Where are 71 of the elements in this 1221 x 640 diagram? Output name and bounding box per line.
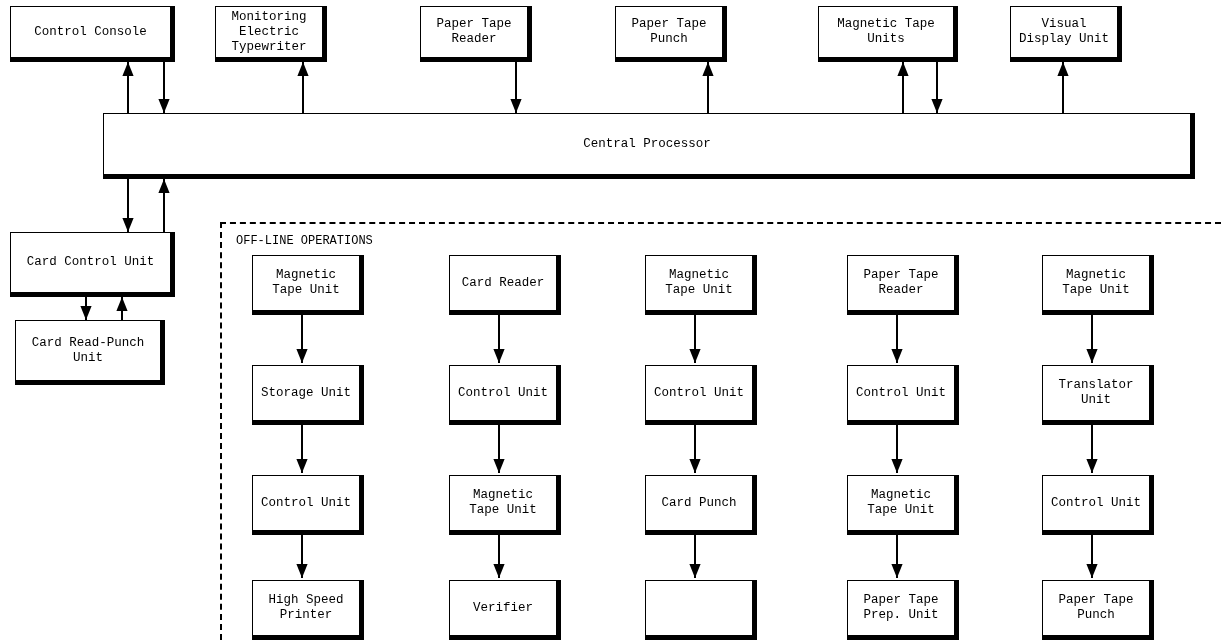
unit-box	[449, 365, 561, 425]
box-label: Verifier	[473, 600, 533, 616]
unit-box	[645, 255, 757, 315]
box-label: Central Processor	[583, 136, 711, 152]
box-label: Magnetic Tape Unit	[866, 488, 936, 518]
unit-box	[1042, 255, 1154, 315]
unit-box	[1042, 475, 1154, 535]
unit-box	[420, 6, 532, 62]
unit-box	[252, 475, 364, 535]
box-label: Paper Tape Prep. Unit	[862, 593, 940, 623]
arrow	[122, 178, 134, 233]
unit-box	[10, 6, 175, 62]
unit-box	[449, 475, 561, 535]
unit-box	[10, 232, 175, 297]
box-label: Magnetic Tape Unit	[271, 268, 341, 298]
box-label: Card Reader	[461, 275, 545, 291]
arrow	[297, 61, 309, 114]
unit-box	[847, 580, 959, 640]
unit-box	[847, 255, 959, 315]
box-label: Magnetic Tape Unit	[468, 488, 538, 518]
arrow	[80, 296, 92, 321]
box-label: Control Console	[34, 24, 147, 40]
unit-box	[1042, 365, 1154, 425]
unit-box	[847, 475, 959, 535]
unit-box	[847, 365, 959, 425]
arrow	[1057, 61, 1069, 114]
unit-box	[645, 365, 757, 425]
box-label: Card Control Unit	[26, 255, 155, 270]
box-label: Paper Tape Reader	[435, 17, 513, 47]
box-label: Control Unit	[1051, 495, 1141, 511]
unit-box	[1010, 6, 1122, 62]
box-label: Control Unit	[856, 385, 946, 401]
box-label: Card Punch	[661, 495, 737, 511]
box-label: Paper Tape Punch	[630, 17, 708, 47]
box-label: Control Unit	[654, 385, 744, 401]
unit-box	[449, 255, 561, 315]
empty-box	[645, 580, 757, 640]
box-label: Control Unit	[261, 495, 351, 511]
unit-box	[252, 580, 364, 640]
unit-box	[1042, 580, 1154, 640]
region-title: OFF-LINE OPERATIONS	[236, 234, 373, 248]
processor-box	[103, 113, 1195, 179]
arrow	[702, 61, 714, 114]
unit-box	[645, 475, 757, 535]
unit-box	[818, 6, 958, 62]
arrow	[158, 61, 170, 114]
box-label: Card Read-Punch Unit	[30, 335, 146, 366]
box-label: Visual Display Unit	[1018, 17, 1110, 47]
offline-region	[220, 222, 1221, 640]
box-label: Control Unit	[458, 385, 548, 401]
arrow	[122, 61, 134, 114]
box-label: Magnetic Tape Unit	[664, 268, 734, 298]
box-label: High Speed Printer	[267, 593, 345, 623]
arrow	[158, 178, 170, 233]
arrow	[897, 61, 909, 114]
arrow	[510, 61, 522, 114]
arrow	[116, 296, 128, 321]
unit-box	[615, 6, 727, 62]
arrow	[931, 61, 943, 114]
unit-box	[215, 6, 327, 62]
box-label: Magnetic Tape Unit	[1061, 268, 1131, 298]
box-label: Magnetic Tape Units	[836, 17, 936, 47]
box-label: Monitoring Electric Typewriter	[230, 9, 308, 55]
box-label: Paper Tape Reader	[862, 268, 940, 298]
unit-box	[252, 365, 364, 425]
box-label: Translator Unit	[1057, 378, 1135, 408]
unit-box	[15, 320, 165, 385]
box-label: Paper Tape Punch	[1057, 593, 1135, 623]
unit-box	[449, 580, 561, 640]
unit-box	[252, 255, 364, 315]
box-label: Storage Unit	[261, 385, 351, 401]
